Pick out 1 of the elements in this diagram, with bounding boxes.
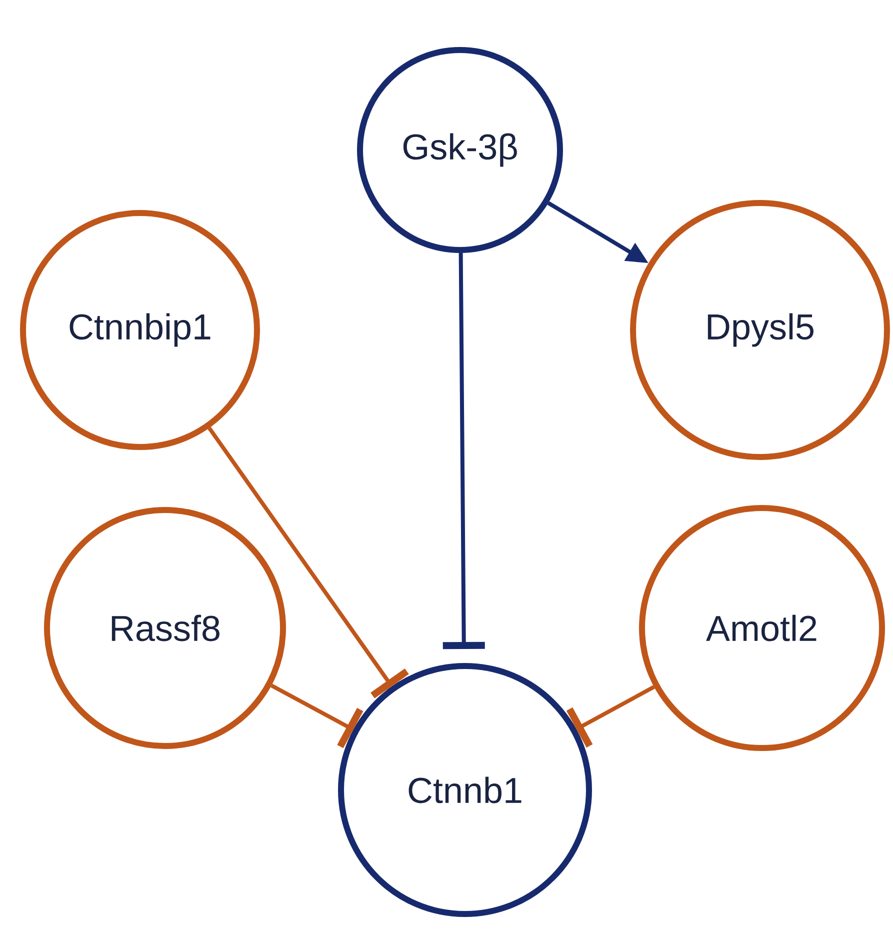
inhibition-edge	[442, 252, 485, 650]
